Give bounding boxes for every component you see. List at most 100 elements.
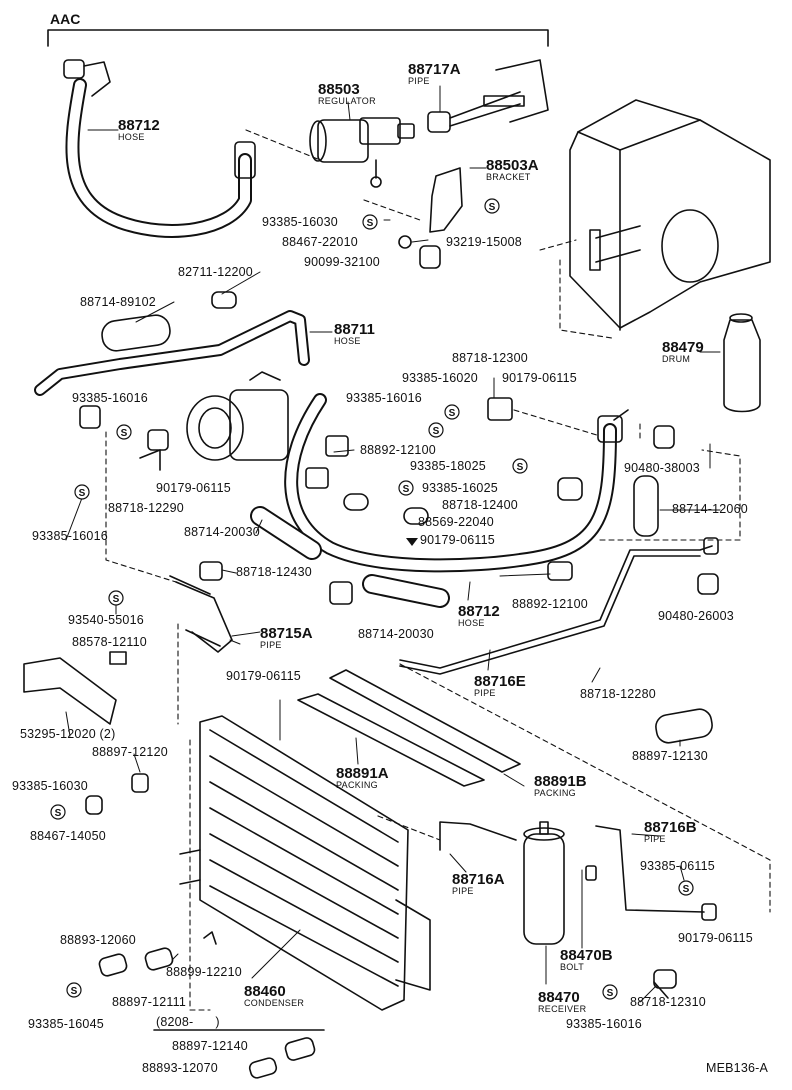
- hose-88712-lower: [284, 393, 629, 573]
- label-part-number: 88892-12100: [512, 597, 588, 611]
- label-part-number: 90179-06115: [420, 533, 495, 547]
- label-part-number: 88892-12100: [360, 443, 436, 457]
- label-part-number: 93385-06115: [640, 859, 715, 873]
- label-part-number: 88718-12310: [630, 995, 706, 1009]
- bolt-symbol: S: [116, 424, 132, 440]
- label-part-number: 93219-15008: [446, 235, 522, 249]
- bolt-symbol: S: [602, 984, 618, 1000]
- label-part-number: 88718-12400: [442, 498, 518, 512]
- label-part-number: 88893-12060: [60, 933, 136, 947]
- label-part-number: 90480-26003: [658, 609, 734, 623]
- packing-88891A: [297, 693, 485, 787]
- hose-88711: [34, 310, 310, 429]
- label-part-number: 90179-06115: [502, 371, 577, 385]
- svg-text:S: S: [367, 218, 374, 229]
- label-part-number: 90099-32100: [304, 255, 380, 269]
- bolt-symbol: S: [678, 880, 694, 896]
- label-part-number: 88718-12280: [580, 687, 656, 701]
- label-part-number: 88893-12070: [142, 1061, 218, 1075]
- svg-text:S: S: [607, 988, 614, 999]
- label-part-number: 88718-12290: [108, 501, 184, 515]
- seal-53295: [23, 657, 117, 725]
- label-part-number: 88714-20030: [184, 525, 260, 539]
- bolt-symbol: S: [398, 480, 414, 496]
- label-part-number: 90179-06115: [156, 481, 231, 495]
- label-part-number: 93385-16020: [402, 371, 478, 385]
- pipe-88716A: [439, 821, 517, 851]
- drum-88479: [723, 313, 761, 413]
- svg-text:S: S: [489, 202, 496, 213]
- label-part-number: 93385-16030: [12, 779, 88, 793]
- pipe-88716B: [595, 825, 705, 913]
- gasket-88897-12130: [655, 708, 713, 744]
- label-part-number: 88897-12140: [172, 1039, 248, 1053]
- label-part-number: 88714-20030: [358, 627, 434, 641]
- label-part-number: 88467-22010: [282, 235, 358, 249]
- regulator-88503: [309, 117, 415, 188]
- bolt-symbol: S: [108, 590, 124, 606]
- label-part-number: 90179-06115: [678, 931, 753, 945]
- bolt-symbol: S: [362, 214, 378, 230]
- condenser-88460: [179, 715, 431, 1011]
- svg-text:S: S: [79, 488, 86, 499]
- label-part-number: 88899-12210: [166, 965, 242, 979]
- label-part-number: 88897-12130: [632, 749, 708, 763]
- label-part-number: 88718-12430: [236, 565, 312, 579]
- label-part-number: 88578-12110: [72, 635, 147, 649]
- bolt-symbol: S: [484, 198, 500, 214]
- svg-text:S: S: [433, 426, 440, 437]
- bolt-symbol: S: [428, 422, 444, 438]
- label-part-number: 88718-12300: [452, 351, 528, 365]
- bolt-symbol: S: [74, 484, 90, 500]
- svg-text:S: S: [121, 428, 128, 439]
- figure-code: MEB136-A: [706, 1061, 769, 1075]
- bolt-symbol: S: [66, 982, 82, 998]
- svg-text:S: S: [55, 808, 62, 819]
- label-part-number: 90179-06115: [226, 669, 301, 683]
- label-part-number: 93385-16016: [566, 1017, 642, 1031]
- label-part-number: 93385-16016: [32, 529, 108, 543]
- bracket-88503A: [429, 167, 463, 233]
- pipe-88715A: [175, 581, 233, 653]
- label-part-number: 93385-18025: [410, 459, 486, 473]
- label-serial-range: (8208- ): [156, 1015, 220, 1029]
- label-part-number: 93385-16045: [28, 1017, 104, 1031]
- svg-text:S: S: [683, 884, 690, 895]
- label-part-number: 88467-14050: [30, 829, 106, 843]
- svg-text:S: S: [403, 484, 410, 495]
- svg-text:S: S: [71, 986, 78, 997]
- pipe-88717A: [427, 59, 549, 133]
- label-part-number: 53295-12020 (2): [20, 727, 116, 741]
- bolt-symbol: S: [512, 458, 528, 474]
- label-part-number: 88714-89102: [80, 295, 156, 309]
- evaporator-housing: [569, 99, 771, 331]
- receiver-88470: [523, 821, 565, 945]
- label-part-number: 93385-16016: [346, 391, 422, 405]
- svg-text:S: S: [449, 408, 456, 419]
- packing-88891B: [329, 669, 521, 773]
- svg-text:S: S: [517, 462, 524, 473]
- label-part-number: 88714-12060: [672, 502, 748, 516]
- label-part-number: 93540-55016: [68, 613, 144, 627]
- group-title: AAC: [50, 11, 81, 27]
- label-part-number: 82711-12200: [178, 265, 253, 279]
- label-part-number: 88897-12120: [92, 745, 168, 759]
- pipe-88716E: [399, 545, 713, 669]
- label-part-number: 93385-16016: [72, 391, 148, 405]
- bolt-symbol: S: [444, 404, 460, 420]
